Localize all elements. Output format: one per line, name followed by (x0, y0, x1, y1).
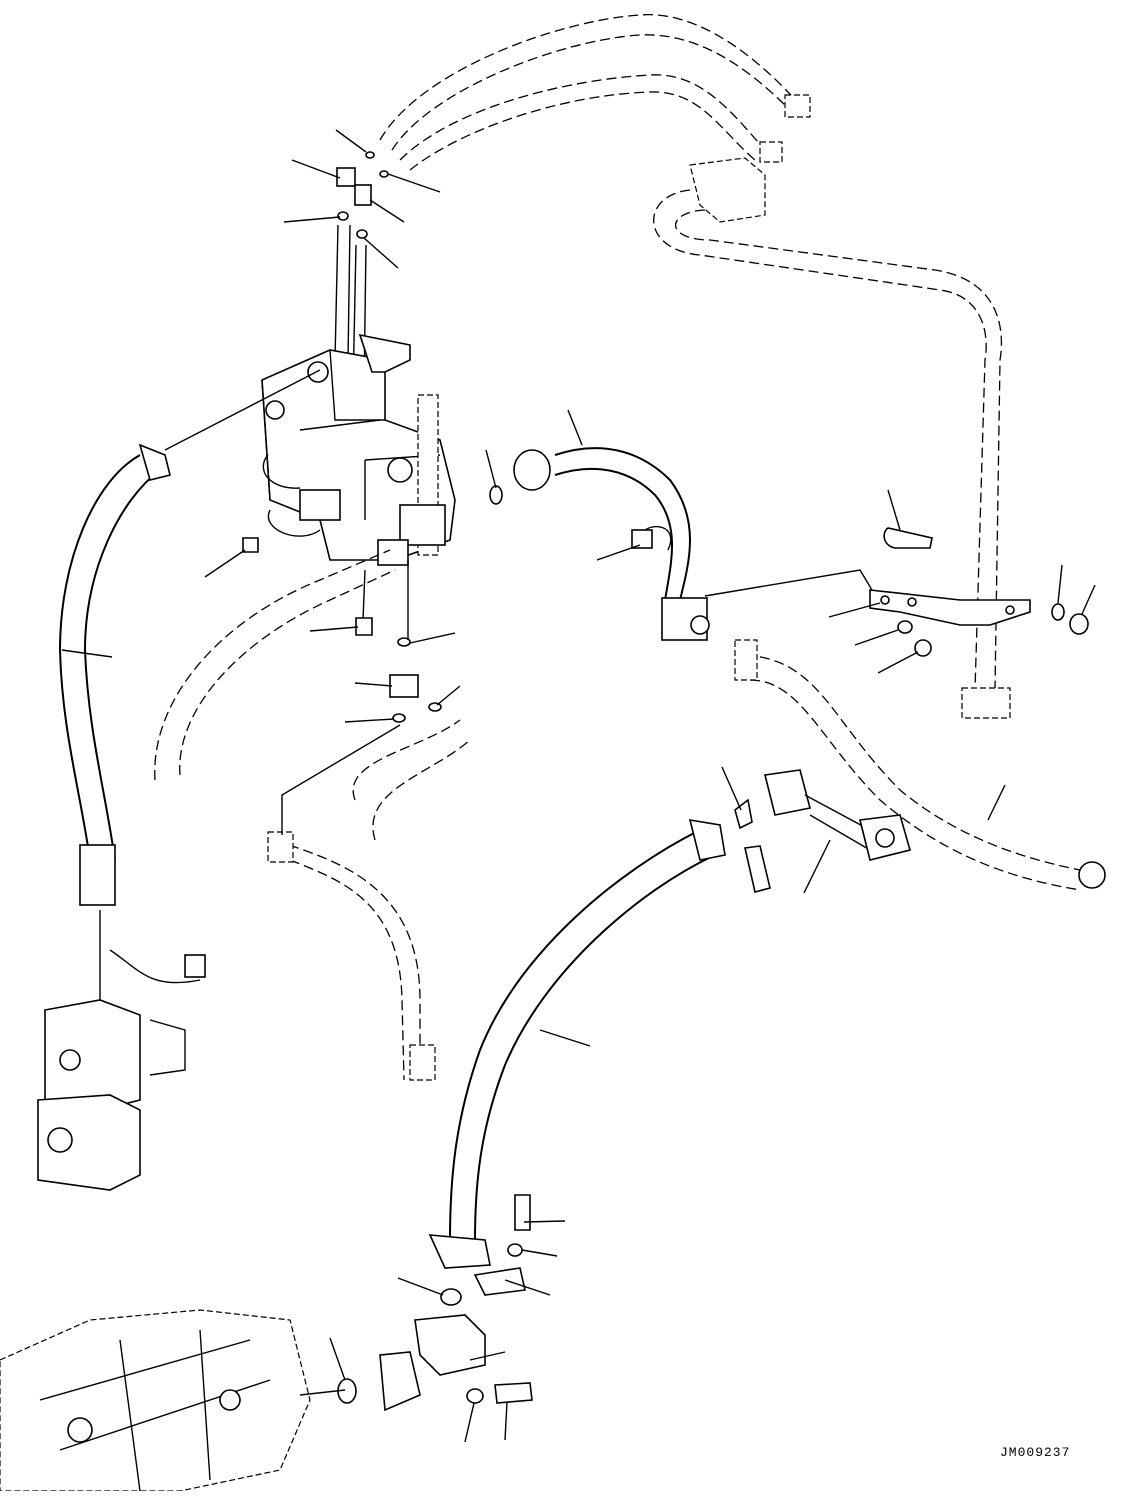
bottom-fittings (337, 1194, 533, 1412)
drawing-reference-code: JM009237 (1000, 1445, 1071, 1460)
left-hose (58, 369, 321, 1010)
leader-lines (204, 129, 1096, 1443)
upper-dashed-hoses (379, 14, 811, 171)
bracket (704, 527, 1089, 657)
flanged-pipe (734, 769, 911, 893)
main-suction-hose (428, 819, 726, 1296)
right-upper-pipe (489, 447, 710, 641)
right-lower-dashed-hose (734, 639, 1106, 891)
middle-dashed-hoses (154, 549, 471, 1081)
tee-fitting (242, 537, 442, 835)
lower-left-valve (37, 949, 206, 1191)
dashed-return-pipe (653, 157, 1011, 719)
pump-assembly (0, 1309, 346, 1492)
valve-block (261, 333, 456, 566)
